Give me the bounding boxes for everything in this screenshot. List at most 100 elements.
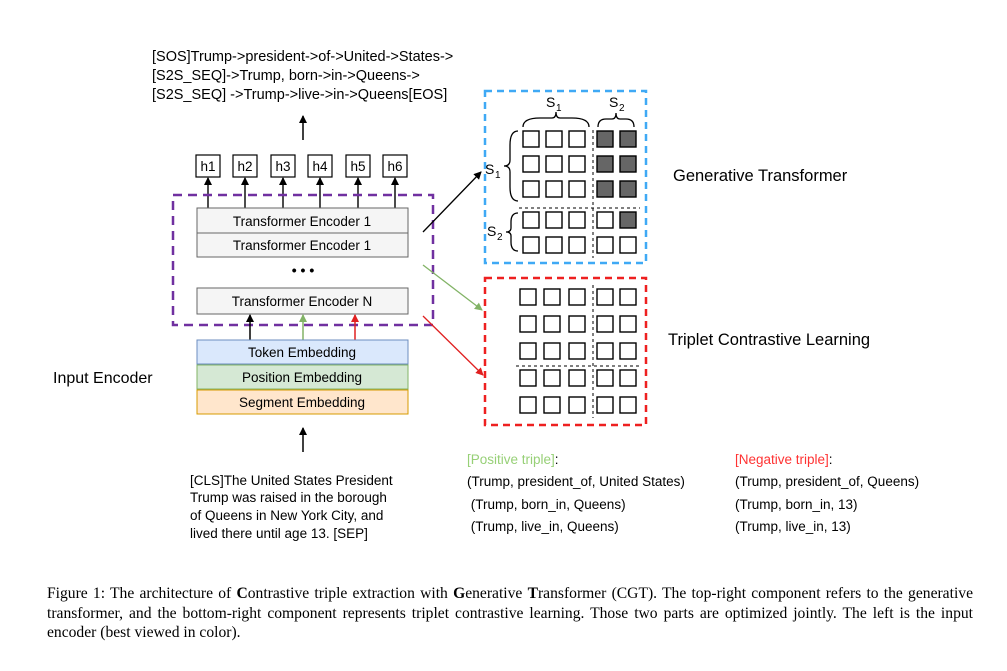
svg-text:2: 2 — [497, 232, 503, 243]
negative-item-2: (Trump, born_in, 13) — [735, 497, 858, 512]
con-cell — [619, 315, 637, 333]
gen-col-brace-s2 — [597, 112, 635, 128]
caption-bold-g: G — [453, 585, 466, 602]
con-cell — [596, 342, 614, 360]
gen-cell — [522, 180, 540, 198]
embedding-0: Token Embedding — [196, 339, 409, 365]
positive-item-3: (Trump, live_in, Queens) — [467, 519, 619, 534]
con-cell — [596, 288, 614, 306]
negative-item-3: (Trump, live_in, 13) — [735, 519, 851, 534]
hidden-state-2: h2 — [232, 154, 258, 208]
positive-item-1: (Trump, president_of, United States) — [467, 474, 685, 489]
input-encoder-label: Input Encoder — [53, 370, 153, 387]
con-cell — [568, 369, 586, 387]
gen-cell — [596, 180, 614, 198]
gen-col-label-s2: S 2 — [609, 94, 625, 114]
hidden-state-6: h6 — [382, 154, 408, 208]
con-cell — [619, 342, 637, 360]
input-line-2: Trump was raised in the borough — [190, 490, 387, 505]
figure-caption: Figure 1: The architecture of Contrastiv… — [47, 584, 973, 643]
svg-text:S: S — [487, 223, 496, 239]
gen-cell — [545, 211, 563, 229]
gen-row-brace-s2 — [505, 212, 519, 252]
svg-text:1: 1 — [495, 170, 501, 181]
generative-transformer-label: Generative Transformer — [673, 167, 848, 185]
con-cell — [543, 396, 561, 414]
gen-cell — [596, 130, 614, 148]
svg-text:1: 1 — [556, 103, 562, 114]
gen-row-label-s1: S 1 — [485, 161, 501, 181]
output-line-1: [SOS]Trump->president->of->United->State… — [152, 49, 453, 65]
gen-cell — [596, 236, 614, 254]
input-line-3: of Queens in New York City, and — [190, 508, 383, 523]
hidden-state-label: h1 — [200, 159, 215, 174]
gen-cell — [522, 130, 540, 148]
output-sequence: [SOS]Trump->president->of->United->State… — [152, 49, 453, 103]
gen-cell — [545, 180, 563, 198]
caption-bold-c: C — [236, 585, 248, 602]
gen-cell — [545, 155, 563, 173]
con-cell — [619, 288, 637, 306]
encoder-layer-2: Transformer Encoder 1 — [196, 232, 409, 258]
gen-cell — [596, 211, 614, 229]
con-cell — [519, 315, 537, 333]
hidden-state-5: h5 — [345, 154, 371, 208]
arrow-to-generative — [422, 171, 482, 233]
gen-cell — [619, 180, 637, 198]
hidden-state-label: h3 — [275, 159, 290, 174]
contrastive-grid — [519, 288, 637, 414]
svg-text:S: S — [546, 94, 555, 110]
con-cell — [596, 396, 614, 414]
gen-cell — [522, 236, 540, 254]
input-text: [CLS]The United States President Trump w… — [190, 473, 393, 541]
generative-dashed-box — [483, 89, 648, 265]
encoder-layer-n: Transformer Encoder N — [196, 287, 409, 315]
gen-row-label-s2: S 2 — [487, 223, 503, 243]
con-cell — [543, 342, 561, 360]
con-cell — [619, 369, 637, 387]
embedding-2: Segment Embedding — [196, 389, 409, 415]
arrow-to-contrastive-red — [422, 315, 484, 376]
generative-attention-grid — [522, 130, 637, 254]
gen-col-brace-s1 — [522, 111, 590, 128]
encoder-layer-n-label: Transformer Encoder N — [232, 294, 373, 309]
gen-cell — [568, 236, 586, 254]
gen-cell — [568, 130, 586, 148]
con-cell — [519, 396, 537, 414]
encoder-layer-1-label: Transformer Encoder 1 — [233, 214, 371, 229]
svg-text:S: S — [609, 94, 618, 110]
con-cell — [519, 369, 537, 387]
con-cell — [619, 396, 637, 414]
con-cell — [519, 342, 537, 360]
hidden-state-1: h1 — [195, 154, 221, 208]
encoder-layer-1: Transformer Encoder 1 — [196, 207, 409, 234]
caption-part-1: Figure 1: The architecture of — [47, 585, 237, 602]
arrow-to-contrastive-green — [422, 264, 483, 311]
con-cell — [543, 369, 561, 387]
svg-text:2: 2 — [619, 103, 625, 114]
con-cell — [519, 288, 537, 306]
gen-cell — [568, 211, 586, 229]
gen-cell — [619, 155, 637, 173]
gen-cell — [596, 155, 614, 173]
caption-part-3: enerative — [465, 585, 528, 602]
gen-col-label-s1: S 1 — [546, 94, 562, 114]
gen-cell — [545, 236, 563, 254]
gen-cell — [619, 236, 637, 254]
architecture-diagram: [SOS]Trump->president->of->United->State… — [53, 49, 919, 541]
positive-item-2: (Trump, born_in, Queens) — [467, 497, 626, 512]
gen-cell — [619, 130, 637, 148]
embedding-label: Position Embedding — [242, 370, 362, 385]
contrastive-learning-label: Triplet Contrastive Learning — [668, 331, 870, 349]
positive-title: [Positive triple]: — [467, 452, 559, 467]
gen-cell — [568, 155, 586, 173]
encoder-layer-2-label: Transformer Encoder 1 — [233, 238, 371, 253]
con-cell — [543, 288, 561, 306]
hidden-state-3: h3 — [270, 154, 296, 208]
encoder-ellipsis: • • • — [292, 262, 315, 278]
gen-cell — [522, 155, 540, 173]
hidden-state-4: h4 — [307, 154, 333, 208]
embedding-label: Token Embedding — [248, 345, 356, 360]
